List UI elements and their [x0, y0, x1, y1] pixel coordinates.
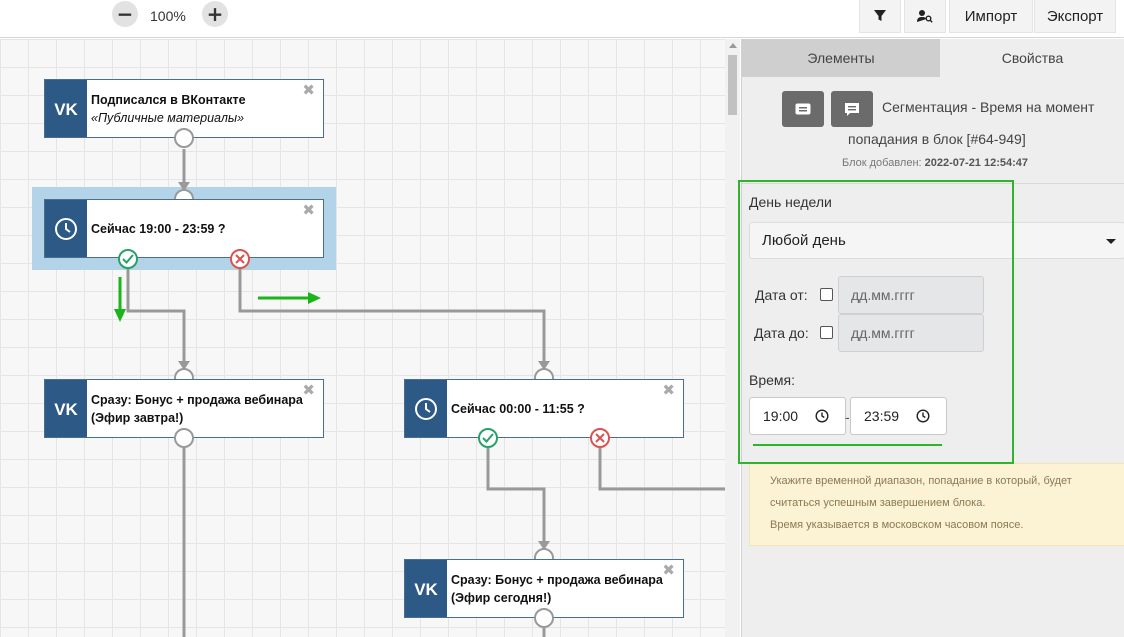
- top-toolbar: − 100% + Импорт Экспорт: [0, 0, 1124, 38]
- hint-line: Укажите временной диапазон, попадание в …: [770, 475, 1072, 487]
- close-icon[interactable]: ✖: [662, 562, 675, 579]
- close-icon[interactable]: ✖: [302, 382, 315, 399]
- close-icon[interactable]: ✖: [302, 202, 315, 219]
- cross-icon: [235, 254, 245, 264]
- date-from-checkbox[interactable]: [820, 288, 833, 301]
- date-to-label: Дата до:: [754, 325, 809, 341]
- output-port[interactable]: [174, 128, 194, 148]
- check-icon: [482, 433, 494, 443]
- close-icon[interactable]: ✖: [662, 382, 675, 399]
- time-to-input[interactable]: 23:59: [850, 397, 947, 435]
- vk-icon: VK: [45, 380, 87, 437]
- export-button[interactable]: Экспорт: [1034, 0, 1116, 33]
- date-to-checkbox[interactable]: [820, 326, 833, 339]
- caret-down-icon: [1106, 239, 1116, 244]
- comment-button[interactable]: [831, 91, 873, 127]
- flow-node-time-check-evening[interactable]: Сейчас 19:00 - 23:59 ? ✖: [44, 199, 324, 258]
- node-title: Подписался в ВКонтакте «Публичные матери…: [91, 93, 246, 125]
- flow-canvas[interactable]: VK Подписался в ВКонтакте «Публичные мат…: [0, 39, 725, 637]
- block-title-line2: попадания в блок [#64-949]: [848, 131, 1026, 147]
- annotation-arrows: [114, 277, 321, 322]
- hint-line: считаться успешным завершением блока.: [770, 497, 986, 509]
- tab-elements[interactable]: Элементы: [742, 39, 940, 77]
- block-type-button[interactable]: [782, 91, 824, 127]
- user-search-button[interactable]: [904, 0, 946, 33]
- divider: [742, 183, 1124, 184]
- date-from-input[interactable]: дд.мм.гггг: [838, 276, 984, 314]
- canvas-scrollbar[interactable]: [725, 39, 740, 637]
- vk-icon: VK: [45, 80, 87, 137]
- zoom-in-button[interactable]: +: [202, 1, 228, 27]
- block-added-date: Блок добавлен: 2022-07-21 12:54:47: [842, 157, 1029, 169]
- import-button[interactable]: Импорт: [949, 0, 1033, 33]
- node-title: Сейчас 19:00 - 23:59 ?: [91, 222, 226, 236]
- date-to-input[interactable]: дд.мм.гггг: [838, 314, 984, 352]
- weekday-label: День недели: [749, 194, 832, 210]
- clock-icon: [45, 200, 87, 257]
- scroll-up-icon[interactable]: [729, 43, 737, 48]
- svg-text:VK: VK: [54, 401, 78, 417]
- node-title: Сейчас 00:00 - 11:55 ?: [451, 402, 585, 416]
- zoom-out-button[interactable]: −: [112, 1, 138, 27]
- zoom-level: 100%: [150, 8, 186, 24]
- svg-text:VK: VK: [54, 101, 78, 117]
- clock-icon: [815, 409, 829, 423]
- cross-icon: [595, 433, 605, 443]
- clock-icon: [405, 380, 447, 437]
- flow-node-bonus-today[interactable]: VK Сразу: Бонус + продажа вебинара (Эфир…: [404, 559, 684, 618]
- svg-text:VK: VK: [414, 581, 438, 597]
- fail-port[interactable]: [590, 428, 610, 448]
- connections: [114, 149, 725, 637]
- time-label: Время:: [749, 372, 796, 388]
- time-from-input[interactable]: 19:00: [749, 397, 846, 435]
- node-title: Сразу: Бонус + продажа вебинара (Эфир се…: [451, 573, 663, 605]
- vk-icon: VK: [405, 560, 447, 617]
- fail-port[interactable]: [230, 249, 250, 269]
- filter-icon: [874, 10, 886, 21]
- properties-panel: Элементы Свойства Сегментация - Время на…: [741, 39, 1124, 637]
- comment-icon: [845, 102, 859, 116]
- success-port[interactable]: [118, 249, 138, 269]
- output-port[interactable]: [174, 428, 194, 448]
- date-from-label: Дата от:: [755, 287, 808, 303]
- tab-properties[interactable]: Свойства: [940, 39, 1124, 77]
- success-port[interactable]: [478, 428, 498, 448]
- check-icon: [122, 254, 134, 264]
- weekday-select[interactable]: Любой день: [749, 222, 1124, 259]
- user-search-icon: [917, 10, 933, 23]
- filter-button[interactable]: [859, 0, 901, 33]
- close-icon[interactable]: ✖: [302, 82, 315, 99]
- block-title: Сегментация - Время на момент: [882, 99, 1095, 115]
- node-title: Сразу: Бонус + продажа вебинара (Эфир за…: [91, 393, 303, 425]
- clock-icon: [916, 409, 930, 423]
- hint-line: Время указывается в московском часовом п…: [770, 519, 1024, 531]
- scroll-thumb[interactable]: [728, 55, 737, 115]
- card-icon: [795, 103, 811, 115]
- hint-box: Укажите временной диапазон, попадание в …: [749, 463, 1124, 546]
- output-port[interactable]: [534, 608, 554, 628]
- time-separator: -: [845, 409, 850, 425]
- flow-node-time-check-morning[interactable]: Сейчас 00:00 - 11:55 ? ✖: [404, 379, 684, 438]
